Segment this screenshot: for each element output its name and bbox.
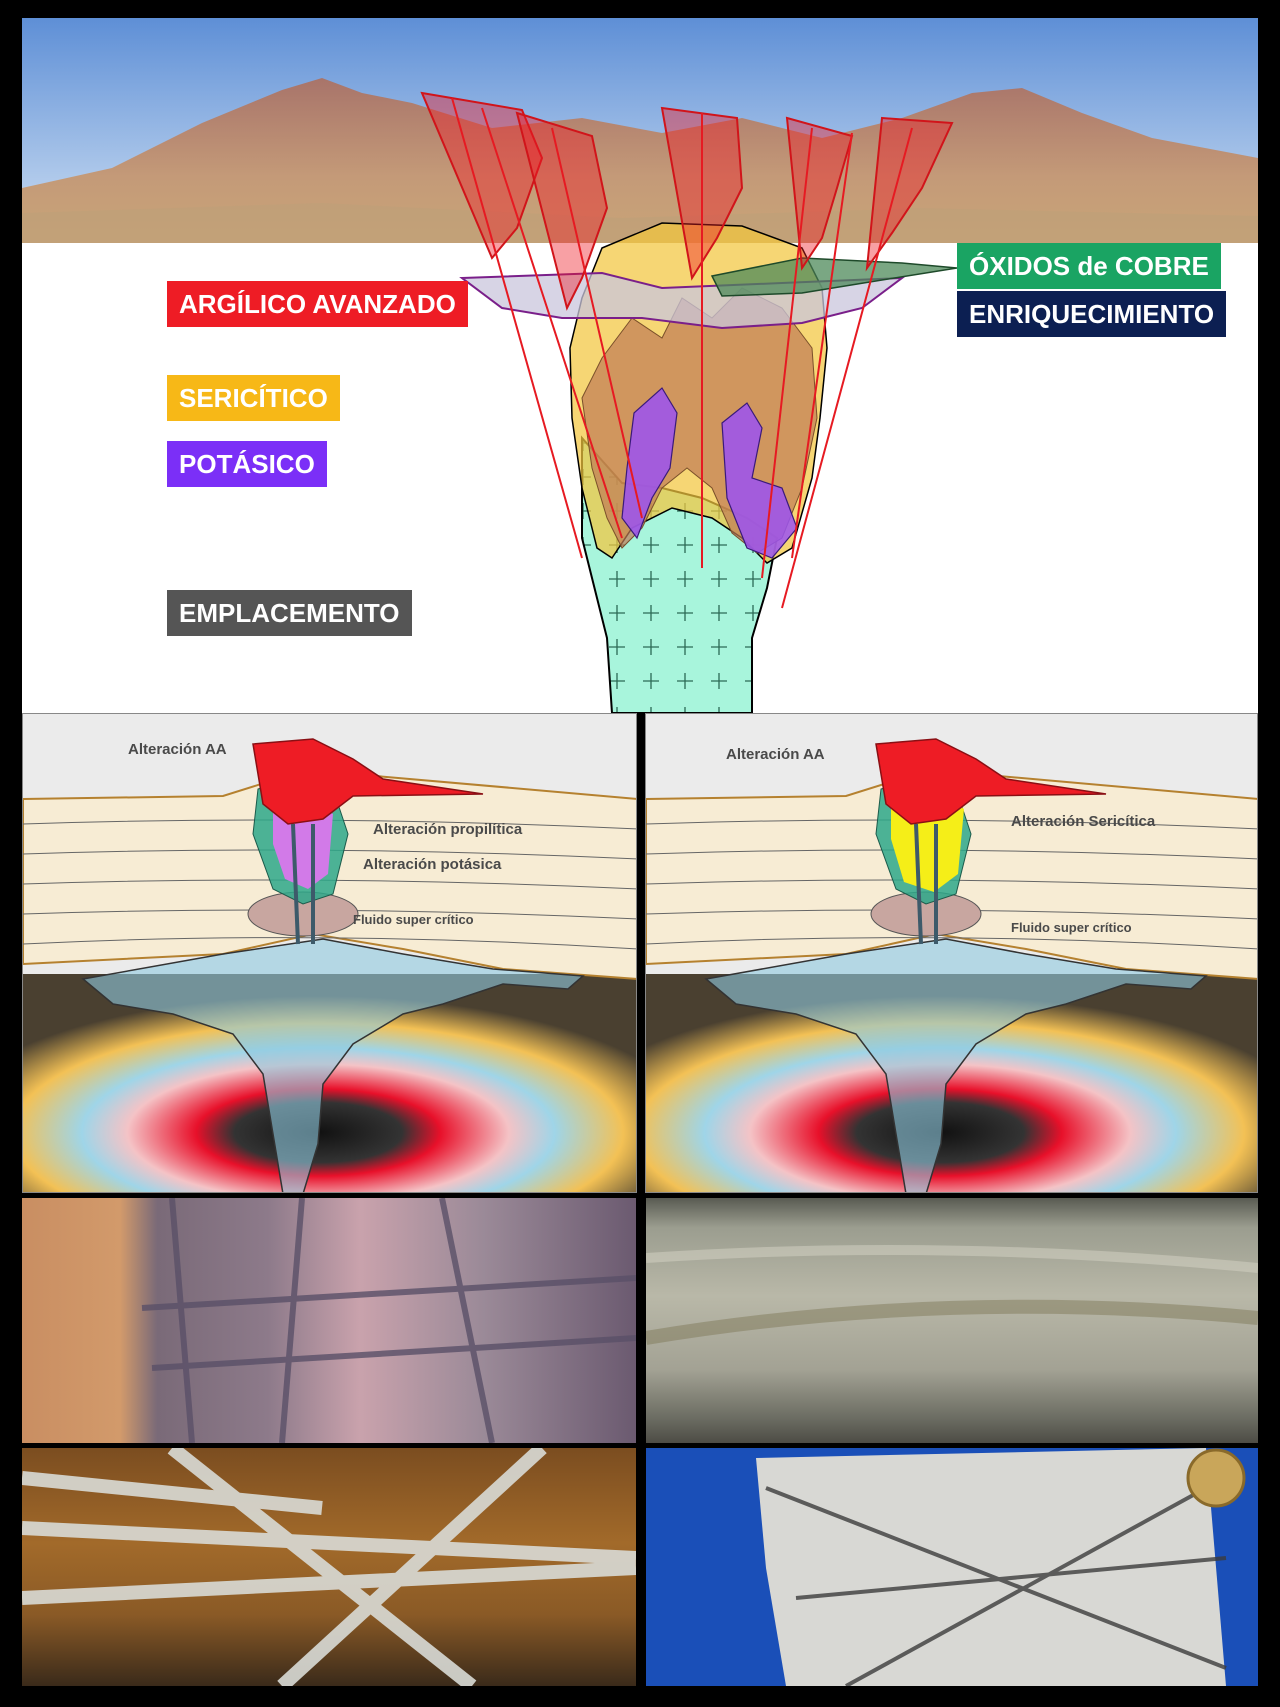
- fault-lines: [451, 97, 913, 609]
- quartz-veins: [22, 1448, 636, 1686]
- mountains: [22, 78, 1258, 243]
- label-oxidos-cobre: ÓXIDOS de COBRE: [957, 243, 1221, 289]
- label-fluido-super-critico: Fluido super crítico: [1011, 920, 1132, 935]
- label-sericitico: SERICÍTICO: [167, 375, 340, 421]
- section-sericitic: Alteración AA Alteración Sericítica Flui…: [645, 713, 1258, 1193]
- label-alteracion-propilitica: Alteración propilítica: [373, 821, 523, 838]
- porphyry-alteration-diagram: ARGÍLICO AVANZADO SERICÍTICO POTÁSICO EM…: [22, 18, 1258, 713]
- label-argilico-avanzado: ARGÍLICO AVANZADO: [167, 281, 468, 327]
- label-alteracion-aa: Alteración AA: [128, 741, 227, 758]
- rock-sample-sericitic: [646, 1198, 1258, 1443]
- label-enriquecimiento: ENRIQUECIMIENTO: [957, 291, 1227, 337]
- magma-section-left-svg: Alteración AA Alteración propilítica Alt…: [23, 714, 636, 1192]
- magma-section-right-svg: Alteración AA Alteración Sericítica Flui…: [646, 714, 1257, 1192]
- rock-sample-veined: [22, 1448, 636, 1686]
- label-alteracion-aa: Alteración AA: [726, 746, 825, 763]
- aa-cap: [252, 738, 484, 825]
- label-emplacemento: EMPLACEMENTO: [167, 590, 412, 636]
- sericitic-texture: [646, 1245, 1258, 1345]
- label-fluido-super-critico: Fluido super crítico: [353, 912, 474, 927]
- magma-apophysis: [704, 938, 1208, 1192]
- alteration-zones-svg: ARGÍLICO AVANZADO SERICÍTICO POTÁSICO EM…: [22, 18, 1258, 713]
- rock-sample-potassic: [22, 1198, 636, 1443]
- label-alteracion-sericitica: Alteración Sericítica: [1011, 813, 1156, 830]
- aa-cap: [875, 738, 1107, 825]
- copper-oxide-cap: [710, 257, 958, 297]
- potassic-zone-left: [621, 387, 678, 540]
- rock-sample-stockwork: [646, 1448, 1258, 1686]
- stockwork-texture: [756, 1448, 1246, 1686]
- label-potasico: POTÁSICO: [167, 441, 327, 487]
- label-alteracion-potasica: Alteración potásica: [363, 856, 502, 873]
- magma-apophysis: [81, 938, 585, 1192]
- potassic-veins: [141, 1198, 636, 1443]
- potassic-zone-right: [721, 402, 798, 559]
- section-propylitic-potassic: Alteración AA Alteración propilítica Alt…: [22, 713, 637, 1193]
